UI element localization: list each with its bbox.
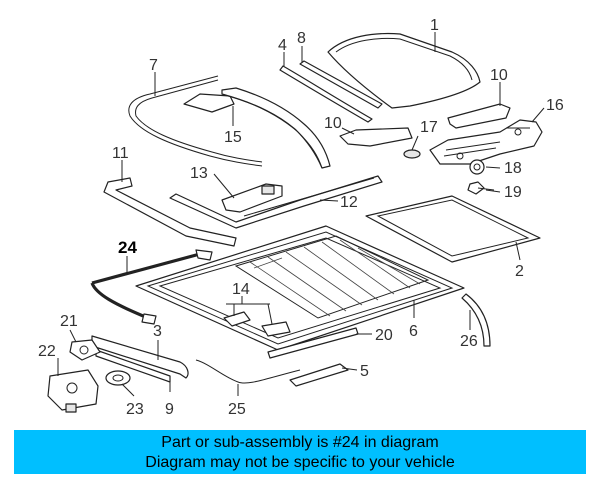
callout-4: 4 [278, 37, 287, 54]
part-5-guide [289, 363, 349, 387]
callout-13: 13 [190, 165, 208, 182]
part-23-grommet [105, 370, 131, 386]
part-1-glass-panel [327, 32, 481, 109]
callout-10-left: 10 [324, 115, 342, 132]
callout-2: 2 [515, 263, 524, 280]
callout-18: 18 [504, 160, 522, 177]
parts-diagram: 1 4 8 7 10 16 10 17 15 11 18 13 19 12 24… [38, 17, 564, 418]
part-15-guide-rail [183, 87, 331, 169]
part-11-drain-channel [103, 177, 237, 247]
part-22-switch [47, 369, 99, 413]
part-3-seal [91, 335, 189, 379]
part-26-deflector [461, 293, 491, 347]
part-19-screw [467, 181, 495, 195]
callout-15: 15 [224, 129, 242, 146]
callout-5: 5 [360, 363, 369, 380]
callout-24: 24 [118, 238, 137, 257]
part-7-frame-seal [128, 75, 263, 167]
part-16-drive-motor [429, 119, 543, 165]
callout-23: 23 [126, 401, 144, 418]
part-4-seal [279, 65, 373, 123]
callout-6: 6 [409, 323, 418, 340]
callout-9: 9 [165, 401, 174, 418]
callout-3: 3 [153, 323, 162, 340]
part-12-guide-rail [169, 175, 383, 229]
part-13-bracket [221, 183, 283, 213]
callout-8: 8 [297, 30, 306, 47]
callout-25: 25 [228, 401, 246, 418]
callout-10-right: 10 [490, 67, 508, 84]
part-10-bracket-left [339, 127, 413, 147]
callout-22: 22 [38, 343, 56, 360]
callout-26: 26 [460, 333, 478, 350]
part-14-slider [223, 311, 291, 337]
callout-12: 12 [340, 194, 358, 211]
callout-16: 16 [546, 97, 564, 114]
part-24-drain-hose [90, 249, 213, 325]
leader-lines [57, 32, 545, 397]
callout-17: 17 [420, 119, 438, 136]
part-6-housing [135, 225, 465, 351]
part-10-bracket-right [447, 103, 511, 129]
part-2-frame [365, 195, 541, 263]
callout-20: 20 [375, 327, 393, 344]
callout-7: 7 [149, 57, 158, 74]
part-21-crank [69, 339, 101, 361]
part-18-grommet [469, 159, 485, 175]
info-banner: Part or sub-assembly is #24 in diagram D… [14, 430, 586, 474]
part-17-clip [403, 149, 421, 159]
callout-1: 1 [430, 17, 439, 34]
callout-14: 14 [232, 281, 250, 298]
callout-labels: 1 4 8 7 10 16 10 17 15 11 18 13 19 12 24… [38, 17, 564, 418]
callout-11: 11 [112, 145, 129, 162]
banner-line-1: Part or sub-assembly is #24 in diagram [161, 434, 439, 451]
part-25-cable [195, 359, 301, 384]
banner-line-2: Diagram may not be specific to your vehi… [145, 454, 455, 471]
part-8-seal [299, 60, 383, 109]
callout-19: 19 [504, 184, 522, 201]
callout-21: 21 [60, 313, 78, 330]
